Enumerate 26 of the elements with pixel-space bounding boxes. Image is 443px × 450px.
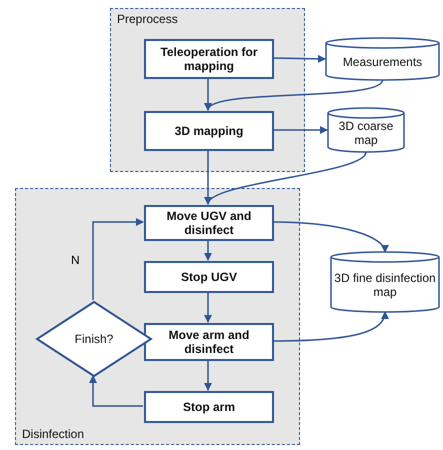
arrow <box>92 218 144 300</box>
database-cylinder: 3D coarse map <box>327 108 405 152</box>
group-panel <box>15 188 300 445</box>
arrow <box>272 221 388 253</box>
edge-label: N <box>69 253 82 267</box>
arrow <box>207 80 384 111</box>
arrow <box>204 292 212 323</box>
process-box: Teleoperation for mapping <box>144 39 274 79</box>
process-box: Move UGV and disinfect <box>144 205 274 241</box>
group-title: Disinfection <box>22 427 84 441</box>
decision-diamond: Finish? <box>36 301 152 377</box>
arrow <box>272 54 326 63</box>
database-cylinder: Measurements <box>325 38 440 80</box>
arrow <box>273 126 328 134</box>
process-box: Stop arm <box>144 391 274 423</box>
process-box: Move arm and disinfect <box>144 323 274 361</box>
group-panel <box>110 8 305 172</box>
arrow <box>204 240 212 261</box>
group-title: Preprocess <box>117 12 178 26</box>
process-box: Stop UGV <box>144 261 274 293</box>
database-cylinder: 3D fine disinfection map <box>330 252 440 312</box>
arrow <box>204 360 212 391</box>
process-box: 3D mapping <box>144 111 274 151</box>
arrow <box>273 311 388 342</box>
arrow <box>89 375 143 407</box>
arrow <box>204 150 212 205</box>
